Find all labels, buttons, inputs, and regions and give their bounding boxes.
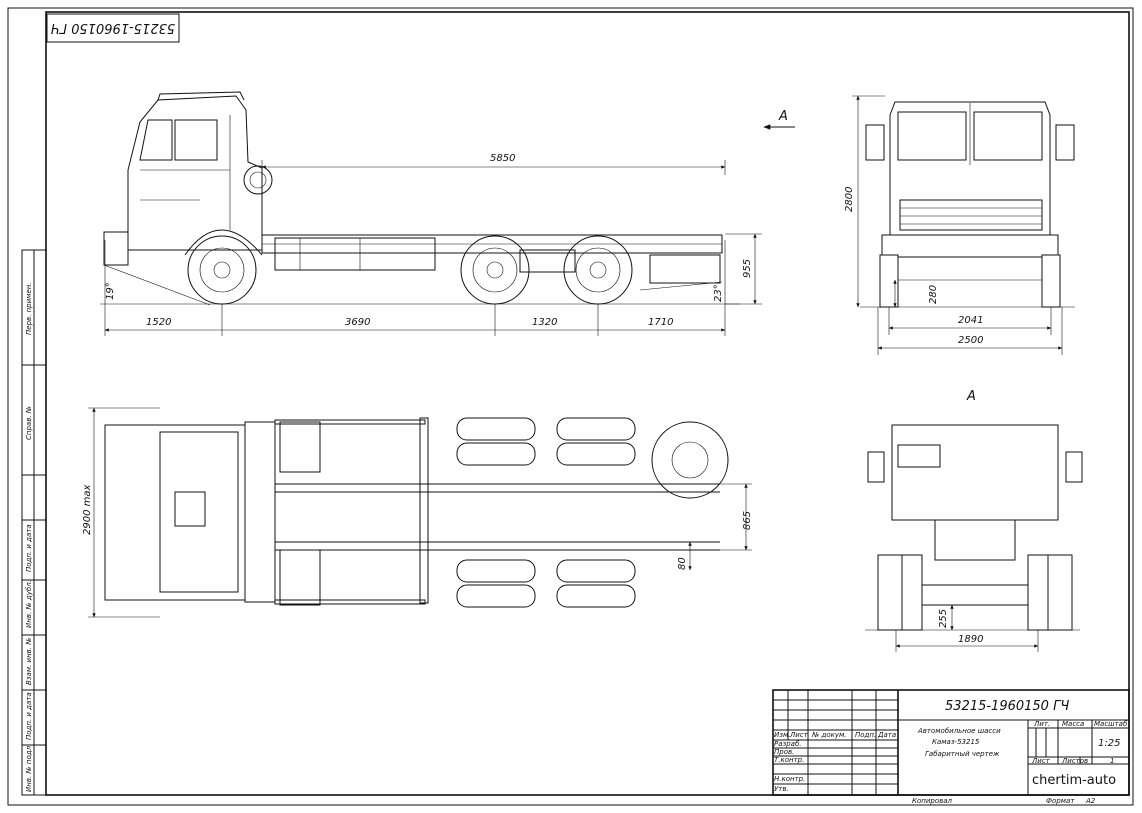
mirror-left [865,124,885,161]
dim-front-overhang: 1520 [146,317,171,328]
side-view: 5850 1520 3690 1320 1710 955 19° 23° [100,91,762,336]
rear-tire-left-inner [901,554,923,631]
front-tire-right [1041,254,1061,308]
dim-width-max: 2900 max [82,485,93,535]
top-hatch [174,491,206,527]
top-rear-wheels [456,417,636,608]
rear-mirror-left [867,451,885,483]
row-doc: № докум. [811,731,847,739]
cab-door-window [174,119,218,161]
front-bumper [103,231,129,266]
dim-width: 2500 [958,335,983,346]
dim-track-front: 2041 [958,315,983,326]
side-podp-data-2: Подп. и дата [25,692,33,740]
rear-tire-right-outer [1047,554,1073,631]
scale-value: 1:25 [1098,738,1120,749]
front-windshield-right [973,111,1043,161]
dim-frame-height: 955 [742,259,753,278]
bogie-spring [519,249,576,273]
title-name-2: Камаз-53215 [932,738,980,746]
rotated-stamp-text: 53215-1960150 ГЧ [51,20,175,35]
front-wheel [187,235,257,305]
front-view: 2800 280 2041 2500 [844,95,1075,355]
title-name-1: Автомобильное шасси [917,727,1001,735]
view-a-title: А [966,389,976,404]
col-scale: Масштаб [1094,720,1128,728]
row-nkontr: Н.контр. [774,775,805,783]
sheets-count: 1 [1110,757,1114,765]
row-prov: Пров. [774,748,794,756]
row-date: Дата [877,731,896,739]
rear-tire-left-outer [877,554,903,631]
dim-frame-width: 865 [742,511,753,530]
air-filter [243,165,273,195]
rear-tire-right-inner [1027,554,1049,631]
title-block: 53215-1960150 ГЧ Автомобильное шасси Кам… [772,689,1130,805]
view-arrow-a: А [763,109,795,130]
rotated-stamp: 53215-1960150 ГЧ [46,13,180,43]
cab-outline [127,95,263,251]
dim-frame-offset: 80 [677,557,688,570]
top-view: 2900 max 865 80 [82,407,753,618]
top-spare-wheel [651,421,729,499]
rear-cab [891,424,1059,521]
org-name: chertim-auto [1032,773,1116,788]
title-designation: 53215-1960150 ГЧ [945,699,1069,714]
outer-border [7,7,1134,806]
row-izm: Изм. [774,731,790,739]
dim-height: 2800 [844,187,855,212]
side-podp-data-1: Подп. и дата [25,524,33,572]
side-vzam-inv: Взам. инв. № [25,637,33,685]
dim-bogie-base: 1320 [532,317,557,328]
rear-view: 255 1890 [865,424,1083,652]
format-value: A2 [1085,797,1096,805]
rear-wheel-1 [460,235,530,305]
top-frame-rails [275,483,720,551]
dim-rear-overhang: 1710 [648,317,673,328]
dim-wheelbase-1: 3690 [345,317,370,328]
rear-axle [921,584,1029,606]
sheet-label: Лист [1031,757,1051,765]
col-lit: Лит. [1033,720,1050,728]
fuel-tank [274,237,436,271]
row-sign: Подп. [855,731,876,739]
side-strip: Перв. примен. Справ. № Подп. и дата Инв.… [21,249,47,796]
spare-wheel-carrier [649,254,721,284]
sheets-label: Листов [1061,757,1088,765]
rear-mirror-right [1065,451,1083,483]
front-grille [899,199,1043,231]
dim-overall-length: 5850 [490,153,515,164]
col-mass: Масса [1062,720,1084,728]
row-razrab: Разраб. [774,740,802,748]
dim-ground-clearance: 280 [928,285,939,304]
battery-box [279,421,321,473]
side-inv-dubl: Инв. № дубл. [25,580,33,628]
front-windshield-left [897,111,967,161]
dim-rear-clearance: 255 [938,609,949,628]
dim-approach-angle: 19° [105,282,116,300]
format-label: Формат [1046,797,1075,805]
rear-wheel-2 [563,235,633,305]
cab-windshield [139,119,173,161]
row-tkontr: Т.контр. [774,756,804,764]
copied-label: Копировал [912,797,953,805]
row-list: Лист [789,731,809,739]
side-inv-podl: Инв. № подл. [25,744,33,792]
row-utv: Утв. [774,785,789,793]
side-sprav: Справ. № [25,406,33,440]
side-perv-primen: Перв. примен. [25,282,33,335]
dim-departure-angle: 23° [713,284,724,302]
view-arrow-a-label: А [778,109,788,124]
title-name-3: Габаритный чертеж [925,750,1000,758]
dim-track-rear: 1890 [958,634,983,645]
front-bumper-view [881,234,1059,258]
mirror-right [1055,124,1075,161]
